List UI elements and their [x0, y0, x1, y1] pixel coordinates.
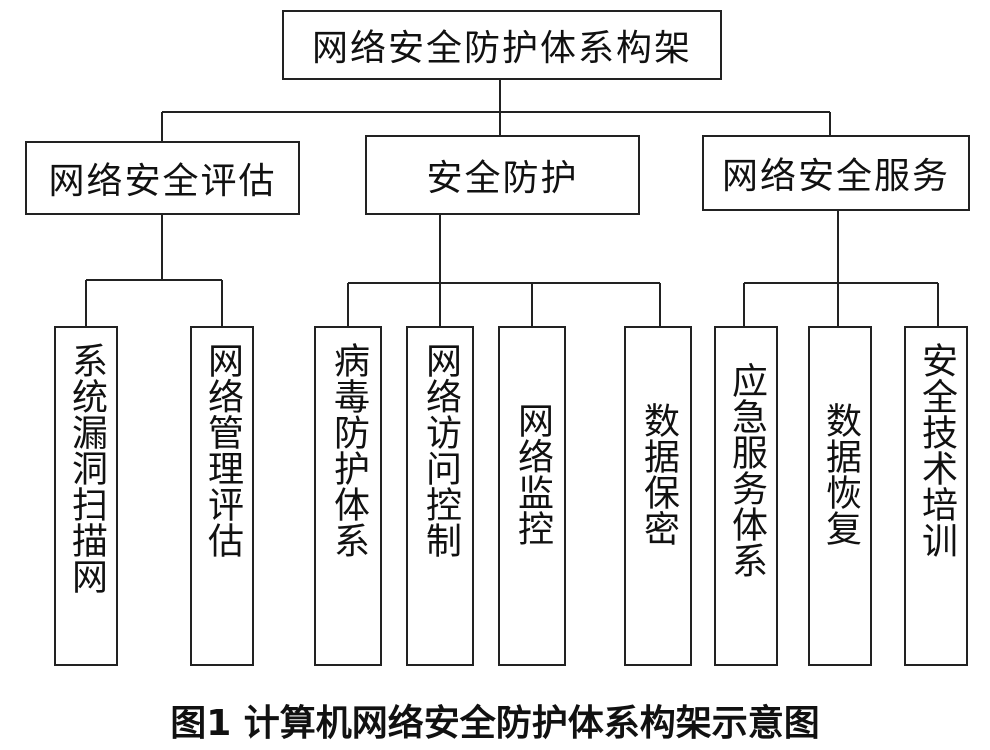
item-node: 病毒防护体系	[314, 326, 382, 666]
category-node-protection: 安全防护	[365, 135, 640, 215]
category-node-assessment: 网络安全评估	[25, 141, 300, 215]
item-node: 网络管理评估	[190, 326, 254, 666]
item-node: 系统漏洞扫描网	[54, 326, 118, 666]
figure-caption: 图1 计算机网络安全防护体系构架示意图	[170, 703, 820, 744]
item-node: 数据恢复	[808, 326, 872, 666]
category-label: 网络安全评估	[48, 161, 277, 202]
item-label: 数据保密	[638, 402, 679, 546]
root-label: 网络安全防护体系构架	[311, 28, 692, 69]
item-node: 数据保密	[624, 326, 692, 666]
item-label: 网络监控	[512, 402, 553, 546]
item-label: 网络访问控制	[420, 342, 461, 558]
item-label: 数据恢复	[820, 402, 861, 546]
category-label: 安全防护	[426, 158, 579, 199]
item-label: 网络管理评估	[202, 342, 243, 558]
item-node: 安全技术培训	[904, 326, 968, 666]
architecture-diagram: 网络安全防护体系构架 网络安全评估 安全防护 网络安全服务 系统漏洞扫描网 网络…	[25, 10, 970, 666]
item-label: 系统漏洞扫描网	[66, 342, 107, 594]
root-node: 网络安全防护体系构架	[282, 10, 722, 80]
item-node: 网络访问控制	[406, 326, 474, 666]
connector-lines	[85, 80, 939, 326]
item-node: 应急服务体系	[714, 326, 778, 666]
item-label: 应急服务体系	[726, 362, 767, 578]
item-node: 网络监控	[498, 326, 566, 666]
category-label: 网络安全服务	[721, 156, 950, 197]
item-label: 安全技术培训	[916, 342, 957, 558]
item-label: 病毒防护体系	[328, 342, 369, 558]
category-node-service: 网络安全服务	[702, 135, 970, 211]
